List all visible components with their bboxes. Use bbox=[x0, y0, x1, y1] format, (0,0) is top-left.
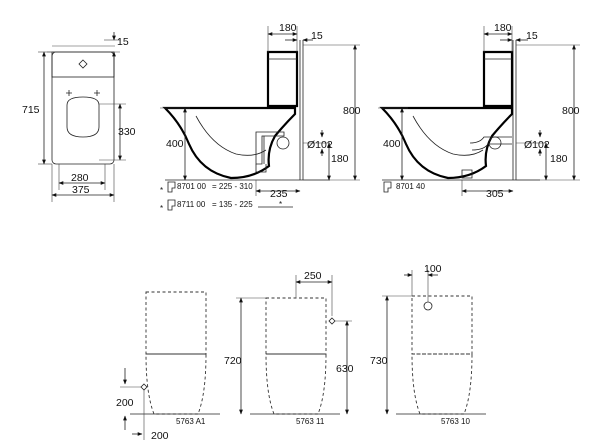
cistern-tank bbox=[482, 50, 514, 108]
front-view-3: 100 730 5763 10 bbox=[370, 263, 486, 426]
front-view-2: 250 720 630 5763 11 bbox=[224, 270, 354, 426]
side-b-dim-bowl-height: 400 bbox=[383, 138, 401, 150]
side-a-dim-outlet-dist: 235 bbox=[270, 188, 288, 200]
toilet-bowl bbox=[379, 106, 514, 180]
plan-view: 15 715 330 280 375 bbox=[22, 32, 136, 202]
part-1-range: = 225 - 310 bbox=[212, 182, 253, 191]
plan-dim-top: 15 bbox=[117, 36, 129, 48]
side-view-a: 180 15 800 400 Ø102 180 235 * 8701 00 = … bbox=[160, 22, 361, 213]
plan-tank-outline bbox=[51, 51, 115, 165]
inlet-marker-icon bbox=[328, 317, 336, 325]
plan-dim-inner-width: 280 bbox=[71, 172, 89, 184]
plan-hinge-right bbox=[94, 90, 100, 96]
plan-dim-seat: 330 bbox=[118, 126, 136, 138]
tank-outline-dashed bbox=[265, 297, 327, 355]
part-code: 8701 40 bbox=[396, 182, 425, 191]
side-a-dim-outlet-height: 180 bbox=[331, 153, 349, 165]
flush-button-icon bbox=[78, 59, 88, 69]
plan-tank-top bbox=[51, 51, 115, 78]
outlet-pipe bbox=[469, 136, 512, 144]
svg-text:*: * bbox=[160, 204, 163, 213]
side-a-dim-total-height: 800 bbox=[343, 105, 361, 117]
side-b-dim-pipe: Ø102 bbox=[524, 139, 550, 151]
front-3-code: 5763 10 bbox=[441, 417, 470, 426]
pipe-part-icon bbox=[383, 181, 392, 193]
part-2-range: = 135 - 225 bbox=[212, 200, 253, 209]
plan-dim-height: 715 bbox=[22, 104, 40, 116]
front-1-dim-height: 200 bbox=[116, 397, 134, 409]
side-b-dim-top-small: 15 bbox=[526, 30, 538, 42]
pipe-part-2-icon bbox=[167, 199, 176, 211]
front-view-1: 200 200 5763 A1 bbox=[116, 291, 220, 442]
bowl-outline-dashed bbox=[265, 353, 327, 415]
toilet-bowl bbox=[162, 106, 297, 180]
bowl-outline-dashed bbox=[411, 353, 473, 415]
part-1-code: 8701 00 bbox=[177, 182, 206, 191]
front-1-code: 5763 A1 bbox=[176, 417, 206, 426]
side-a-dim-top-small: 15 bbox=[311, 30, 323, 42]
bowl-outline-dashed bbox=[145, 353, 207, 415]
tank-outline-dashed bbox=[411, 295, 473, 355]
cistern-tank bbox=[266, 50, 299, 108]
front-3-dim-top: 100 bbox=[424, 263, 442, 275]
plan-hinge-left bbox=[66, 90, 72, 96]
inlet-marker-icon bbox=[423, 301, 433, 311]
svg-text:*: * bbox=[279, 200, 282, 209]
front-3-dim-height: 730 bbox=[370, 355, 388, 367]
front-2-code: 5763 11 bbox=[296, 417, 325, 426]
inlet-marker-icon bbox=[140, 383, 148, 391]
svg-text:*: * bbox=[160, 186, 163, 195]
front-2-dim-top: 250 bbox=[304, 270, 322, 282]
side-b-dim-top: 180 bbox=[494, 22, 512, 34]
plan-seat-outline bbox=[66, 96, 100, 138]
tank-outline-dashed bbox=[145, 291, 207, 355]
side-b-dim-outlet-dist: 305 bbox=[486, 188, 504, 200]
side-a-dim-top: 180 bbox=[279, 22, 297, 34]
plan-dim-width: 375 bbox=[72, 184, 90, 196]
front-1-dim-width: 200 bbox=[151, 430, 169, 442]
side-b-dim-outlet-height: 180 bbox=[550, 153, 568, 165]
front-2-dim-height: 720 bbox=[224, 355, 242, 367]
side-view-b: 180 15 800 400 Ø102 180 305 8701 40 bbox=[378, 22, 580, 200]
pipe-part-1-icon bbox=[167, 181, 176, 193]
part-2-code: 8711 00 bbox=[177, 200, 206, 209]
front-2-dim-height2: 630 bbox=[336, 363, 354, 375]
side-a-dim-pipe: Ø102 bbox=[307, 139, 333, 151]
side-a-dim-bowl-height: 400 bbox=[166, 138, 184, 150]
side-b-dim-total-height: 800 bbox=[562, 105, 580, 117]
